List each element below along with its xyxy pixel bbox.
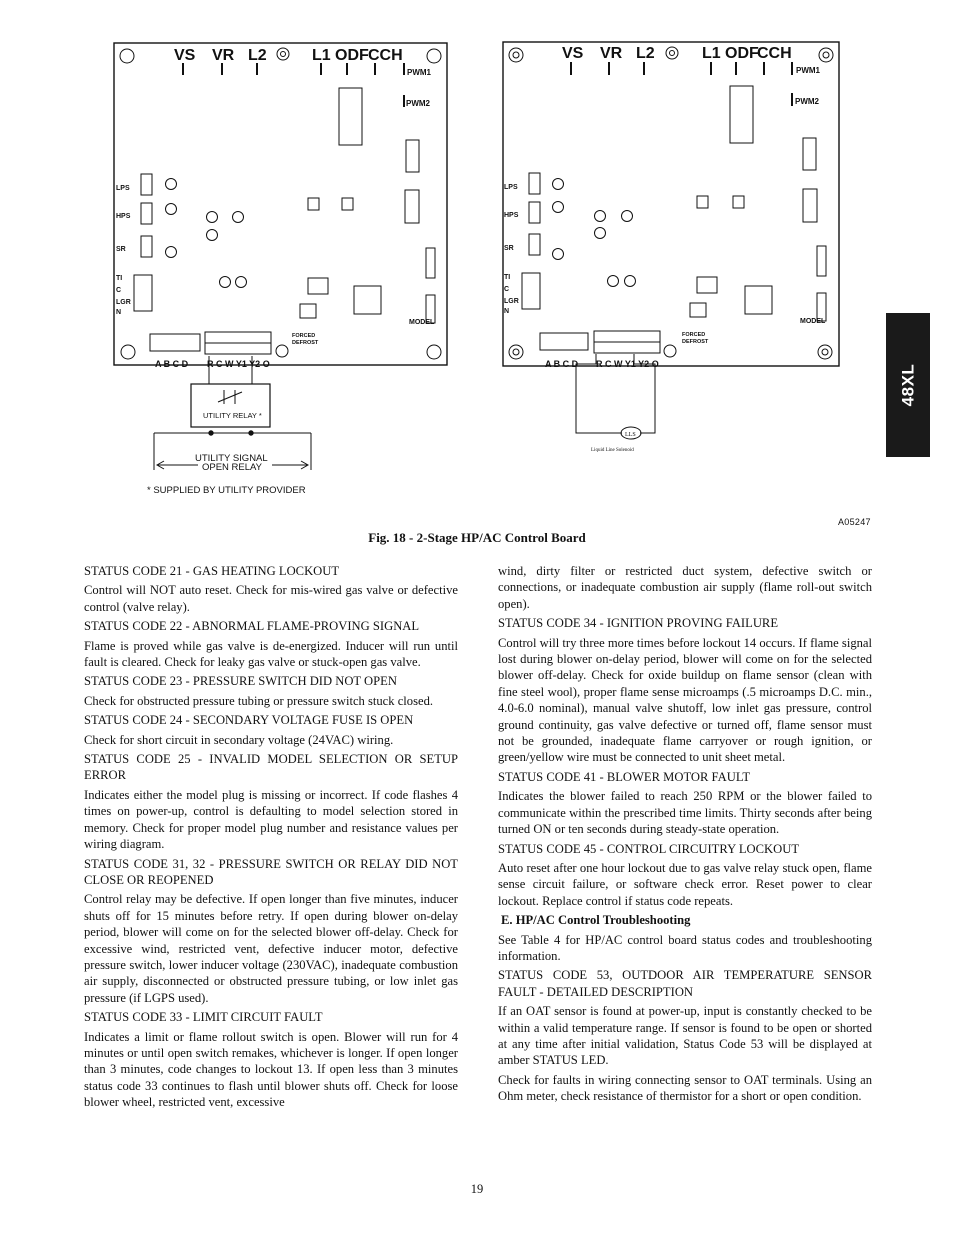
mounting-hole — [120, 344, 136, 360]
body-paragraph: Indicates either the model plug is missi… — [84, 787, 458, 852]
control-board-diagram: VS VR L2 L1 ODF CCH PWM1 PWM2 LPS HPS SR… — [113, 41, 840, 496]
svg-text:C: C — [504, 286, 509, 293]
svg-text:L1: L1 — [312, 47, 331, 64]
status-code-heading: STATUS CODE 41 - BLOWER MOTOR FAULT — [498, 769, 751, 784]
svg-text:L2: L2 — [248, 47, 267, 64]
right-annotations: LLS Liquid Line Solenoid — [591, 432, 636, 453]
figure-code: A05247 — [838, 517, 871, 527]
svg-text:VR: VR — [600, 45, 623, 62]
status-code-heading: STATUS CODE 22 - ABNORMAL FLAME-PROVING … — [84, 619, 420, 634]
svg-text:HPS: HPS — [504, 212, 519, 219]
side-tab: 48XL — [886, 313, 930, 457]
body-paragraph: Control relay may be defective. If open … — [84, 892, 458, 1005]
svg-text:LPS: LPS — [116, 185, 130, 192]
svg-text:L1: L1 — [702, 45, 721, 62]
body-paragraph: Indicates a limit or flame rollout switc… — [84, 1029, 458, 1110]
svg-text:SR: SR — [116, 246, 126, 253]
body-paragraph: Control will try three more times before… — [498, 635, 872, 765]
status-code-heading: STATUS CODE 23 - PRESSURE SWITCH DID NOT… — [84, 674, 397, 689]
status-code-heading: STATUS CODE 25 - INVALID MODEL SELECTION… — [84, 752, 458, 783]
status-code-heading: STATUS CODE 21 - GAS HEATING LOCKOUT — [84, 564, 340, 578]
svg-text:FORCED: FORCED — [682, 332, 705, 338]
svg-text:N: N — [504, 308, 509, 315]
svg-text:R C W Y1 Y2 O: R C W Y1 Y2 O — [207, 359, 270, 369]
status-code-heading: STATUS CODE 33 - LIMIT CIRCUIT FAULT — [84, 1010, 323, 1025]
right-column: wind, dirty filter or restricted duct sy… — [498, 563, 872, 1108]
mounting-hole — [426, 344, 442, 360]
svg-text:ODF: ODF — [725, 45, 759, 62]
body-paragraph: wind, dirty filter or restricted duct sy… — [498, 564, 872, 611]
left-annotations: UTILITY RELAY * UTILITY SIGNAL OPEN RELA… — [147, 411, 306, 496]
body-paragraph: Control will NOT auto reset. Check for m… — [84, 583, 458, 614]
svg-text:PWM1: PWM1 — [407, 68, 432, 77]
figure-18: VS VR L2 L1 ODF CCH PWM1 PWM2 LPS HPS SR… — [0, 0, 954, 520]
status-code-heading: STATUS CODE 53, OUTDOOR AIR TEMPERATURE … — [498, 968, 872, 999]
status-code-heading: STATUS CODE 24 - SECONDARY VOLTAGE FUSE … — [84, 713, 414, 728]
svg-text:A B C D: A B C D — [545, 359, 579, 369]
body-paragraph: Check for obstructed pressure tubing or … — [84, 693, 434, 708]
svg-text:PWM1: PWM1 — [796, 66, 821, 75]
section-heading: E. HP/AC Control Troubleshooting — [501, 913, 691, 928]
svg-text:VR: VR — [212, 47, 235, 64]
body-paragraph: See Table 4 for HP/AC control board stat… — [498, 932, 872, 963]
svg-text:ODF: ODF — [335, 47, 369, 64]
body-paragraph: If an OAT sensor is found at power-up, i… — [498, 1004, 872, 1068]
svg-text:C: C — [116, 287, 121, 294]
svg-text:TI: TI — [504, 274, 510, 281]
left-board-labels: VS VR L2 L1 ODF CCH PWM1 PWM2 LPS HPS SR… — [116, 47, 435, 369]
svg-text:N: N — [116, 309, 121, 316]
svg-text:A B C D: A B C D — [155, 359, 189, 369]
svg-text:UTILITY SIGNAL: UTILITY SIGNAL — [195, 453, 268, 464]
svg-text:TI: TI — [116, 275, 122, 282]
right-control-board — [502, 41, 840, 440]
svg-text:L2: L2 — [636, 45, 655, 62]
svg-text:LPS: LPS — [504, 184, 518, 191]
svg-text:OPEN RELAY: OPEN RELAY — [202, 462, 263, 473]
svg-text:Liquid Line Solenoid: Liquid Line Solenoid — [591, 448, 634, 453]
status-code-heading: STATUS CODE 34 - IGNITION PROVING FAILUR… — [498, 616, 779, 631]
svg-text:VS: VS — [174, 47, 196, 64]
svg-text:CCH: CCH — [368, 47, 403, 64]
svg-text:PWM2: PWM2 — [406, 99, 431, 108]
svg-text:CCH: CCH — [757, 45, 792, 62]
svg-text:UTILITY RELAY *: UTILITY RELAY * — [203, 411, 262, 420]
mounting-hole — [426, 48, 442, 64]
status-code-heading: STATUS CODE 31, 32 - PRESSURE SWITCH OR … — [84, 856, 458, 887]
svg-text:PWM2: PWM2 — [795, 97, 820, 106]
svg-text:* SUPPLIED BY UTILITY PROVIDER: * SUPPLIED BY UTILITY PROVIDER — [147, 485, 306, 496]
side-tab-label: 48XL — [897, 363, 917, 407]
right-board-labels: VS VR L2 L1 ODF CCH PWM1 PWM2 LPS HPS SR… — [504, 45, 826, 369]
body-paragraph: Auto reset after one hour lockout due to… — [498, 860, 872, 908]
left-column: STATUS CODE 21 - GAS HEATING LOCKOUT Cont… — [84, 563, 458, 1114]
svg-text:FORCED: FORCED — [292, 333, 315, 339]
status-code-heading: STATUS CODE 45 - CONTROL CIRCUITRY LOCKO… — [498, 841, 800, 856]
left-board-outline — [113, 42, 448, 366]
left-control-board — [113, 42, 448, 470]
mounting-hole — [119, 48, 135, 64]
svg-text:VS: VS — [562, 45, 584, 62]
body-paragraph: Check for short circuit in secondary vol… — [84, 732, 394, 747]
svg-text:DEFROST: DEFROST — [292, 340, 319, 346]
body-paragraph: Check for faults in wiring connecting se… — [498, 1072, 872, 1104]
body-paragraph: Indicates the blower failed to reach 250… — [498, 789, 872, 837]
svg-text:LGR: LGR — [116, 299, 131, 306]
page-number: 19 — [470, 1182, 484, 1196]
figure-caption: Fig. 18 - 2-Stage HP/AC Control Board — [368, 530, 586, 545]
svg-text:HPS: HPS — [116, 213, 131, 220]
svg-text:MODEL: MODEL — [800, 318, 826, 325]
body-paragraph: Flame is proved while gas valve is de-en… — [84, 638, 458, 670]
svg-text:LLS: LLS — [625, 432, 636, 438]
svg-text:LGR: LGR — [504, 298, 519, 305]
svg-text:DEFROST: DEFROST — [682, 339, 709, 345]
svg-text:R C W Y1 Y2 O: R C W Y1 Y2 O — [596, 359, 659, 369]
svg-text:SR: SR — [504, 245, 514, 252]
svg-text:MODEL: MODEL — [409, 319, 435, 326]
